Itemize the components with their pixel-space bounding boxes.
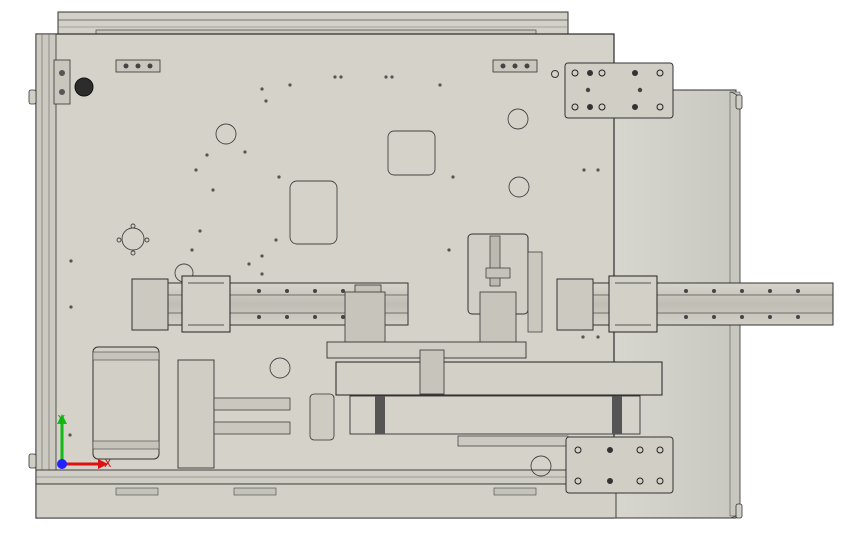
top-cover [57,11,569,37]
mount-plate-top-right [564,62,674,119]
mount-plate-bottom-right [565,436,674,494]
top-brackets [115,59,559,78]
linear-module-right [556,275,834,333]
left-fixture [92,346,335,469]
x-axis-label: X [104,457,112,470]
side-bolts [28,89,743,519]
coordinate-triad-icon [57,414,108,469]
plate-holes [116,108,552,477]
screw-holes [68,75,600,437]
y-axis-label: Y [58,413,65,426]
cross-beam [326,341,663,447]
